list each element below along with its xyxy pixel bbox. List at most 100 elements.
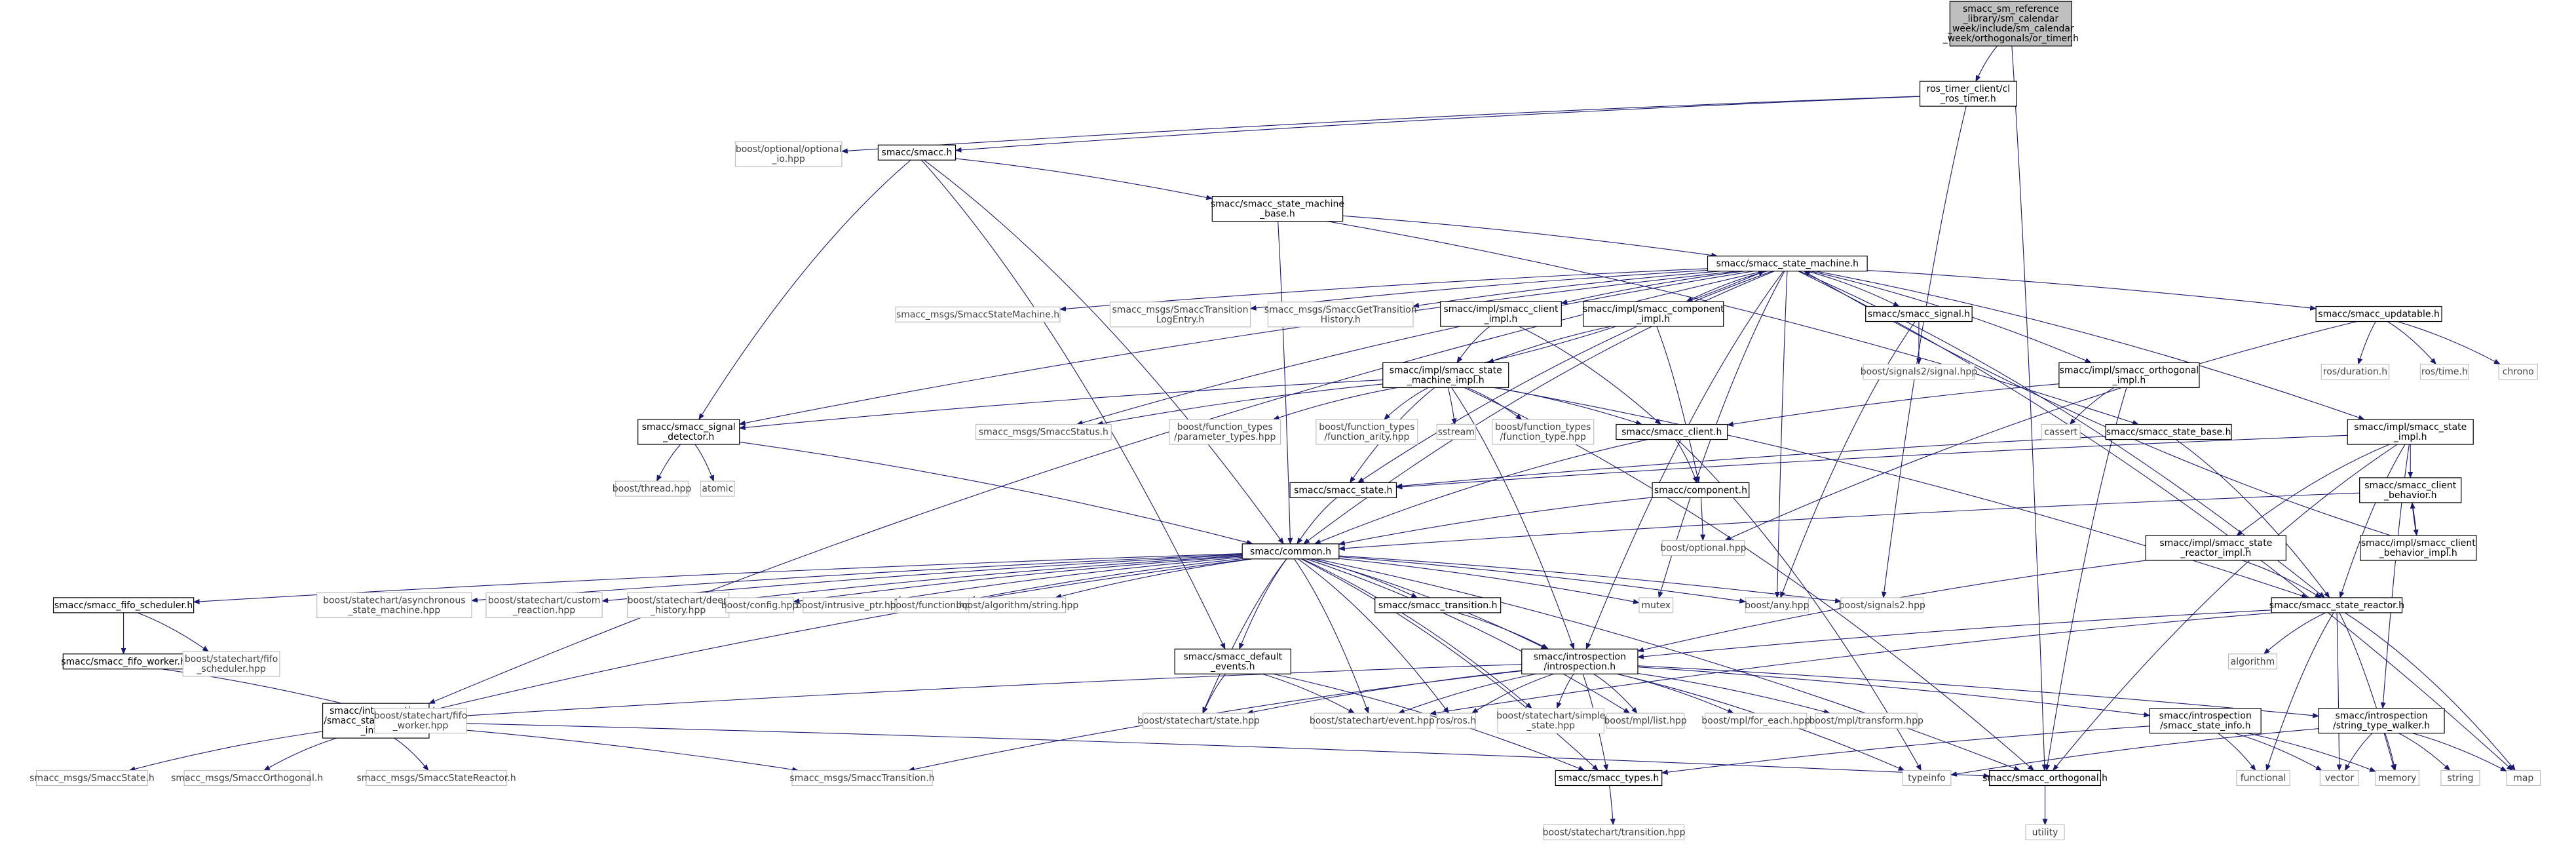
node-label-line: boost/statechart/simple [1496,711,1605,722]
node-ros-duration: ros/duration.h [2320,364,2390,380]
node-default-events[interactable]: smacc/smacc_default_events.h [1174,648,1291,674]
node-label-line: _reactor_impl.h [2180,548,2251,558]
node-box [1436,712,1476,729]
node-label-line: smacc/smacc_client.h [1621,427,1722,438]
edge-state-info-to-memory [2246,733,2376,772]
node-root[interactable]: smacc_sm_reference_library/sm_calendar_w… [1942,1,2079,47]
edge-client-impl-to-sm-impl [1456,326,1490,364]
edge-ros-timer-to-smacc-h [955,96,1920,153]
node-component-h[interactable]: smacc/component.h [1652,482,1750,499]
node-label-line: map [2513,773,2533,784]
node-label-line: smacc/smacc_state_reactor.h [2269,600,2404,611]
node-label-line: boost/mpl/transform.hpp [1809,716,1923,726]
node-client-behavior[interactable]: smacc/smacc_client_behavior.h [2359,477,2462,503]
node-box [2440,769,2480,786]
node-introspection[interactable]: smacc/introspection/introspection.h [1521,648,1638,674]
edge-state-base-to-state-reactor [2175,439,2330,598]
node-client-impl[interactable]: smacc/impl/smacc_client_impl.h [1440,301,1562,327]
node-label-line: boost/function_types [1319,422,1414,433]
node-label-line: smacc_msgs/SmaccTransition [1112,305,1249,315]
edge-common-h-to-introspection [1310,558,1548,650]
node-state-h[interactable]: smacc/smacc_state.h [1289,482,1397,499]
node-label-line: boost/function.hpp [890,600,976,611]
node-sm-base[interactable]: smacc/smacc_state_machine_base.h [1211,195,1344,222]
node-box [637,419,740,445]
node-box [1840,597,1924,613]
node-common-h[interactable]: smacc/common.h [1241,543,1340,560]
node-mutex: mutex [1638,597,1674,613]
node-label-line: _history.hpp [650,605,706,615]
edge-root-to-ros-timer [1975,45,1998,83]
node-label-line: smacc/smacc_orthogonal.h [1982,773,2108,784]
node-label-line: boost/statechart/state.hpp [1137,716,1260,726]
node-reactor-impl[interactable]: smacc/impl/smacc_state_reactor_impl.h [2145,535,2286,561]
edge-state-reactor-to-memory [2339,612,2396,771]
node-label-line: History.h [1321,315,1361,325]
edge-updatable-to-chrono [2396,320,2501,365]
node-box [2359,477,2462,503]
node-component-impl[interactable]: smacc/impl/smacc_component_impl.h [1583,301,1724,327]
node-signal-detector[interactable]: smacc/smacc_signal_detector.h [637,419,740,445]
node-label-line: boost/algorithm/string.hpp [956,600,1078,611]
node-map: map [2506,769,2541,786]
node-client-behavior-impl[interactable]: smacc/impl/smacc_client_behavior_impl.h [2360,535,2477,561]
edge-sm-h-to-signal-h [1807,271,1900,307]
node-string-walker[interactable]: smacc/introspection/string_type_walker.h [2318,708,2445,734]
edge-updatable-to-boost-optional [1724,320,2357,541]
node-transition-h[interactable]: smacc/smacc_transition.h [1374,597,1502,613]
node-label-line: boost/statechart/event.hpp [1310,716,1435,726]
node-box [1174,648,1291,674]
node-sc-deep: boost/statechart/deep_history.hpp [627,592,730,618]
node-ft-param: boost/function_types/parameter_types.hpp [1169,419,1281,445]
edge-fifo-scheduler-to-sc-fifo-sched [137,612,210,652]
node-box [1638,597,1674,613]
edge-state-impl-to-state-h [1395,435,2348,490]
node-ros-timer[interactable]: ros_timer_client/cl_ros_timer.h [1919,81,2017,107]
node-box [316,592,472,618]
node-boost-signals2: boost/signals2.hpp [1839,597,1925,613]
node-state-info[interactable]: smacc/introspection/smacc_state_info.h [2149,708,2262,734]
edge-signal-h-to-boost-any [1780,321,1916,598]
node-box [183,769,311,786]
node-client-h[interactable]: smacc/smacc_client.h [1616,423,1728,440]
node-label-line: smacc/smacc_default [1183,651,1282,662]
edge-updatable-to-ros-duration [2357,321,2376,365]
node-state-reactor[interactable]: smacc/smacc_state_reactor.h [2269,597,2404,613]
node-state-impl[interactable]: smacc/impl/smacc_state_impl.h [2347,419,2474,445]
node-sm-h[interactable]: smacc/smacc_state_machine.h [1707,256,1868,272]
edge-sm-impl-to-ft-type [1467,387,1523,420]
node-sm-impl[interactable]: smacc/impl/smacc_state_machine_impl.h [1382,362,1509,389]
edge-orth-impl-to-client-h [1726,383,2059,427]
node-box [803,597,896,613]
node-signal-h[interactable]: smacc/smacc_signal.h [1865,305,1973,322]
node-fifo-scheduler[interactable]: smacc/smacc_fifo_scheduler.h [52,597,195,613]
node-updatable[interactable]: smacc/smacc_updatable.h [2315,305,2442,322]
node-sstream: sstream [1436,423,1476,440]
edge-sm-h-to-msgs-gettrans [1412,271,1722,308]
node-functional: functional [2236,769,2290,786]
node-label-line: boost/statechart/fifo [185,654,278,665]
node-orthogonal-h[interactable]: smacc/smacc_orthogonal.h [1982,769,2108,786]
node-fifo-worker[interactable]: smacc/smacc_fifo_worker.h [61,653,186,670]
node-label-line: algorithm [2231,657,2275,667]
node-label-line: _detector.h [662,432,714,442]
edge-state-reactor-to-functional [2265,612,2334,771]
edge-client-h-to-typeinfo [1676,439,1922,771]
node-state-base[interactable]: smacc/smacc_state_base.h [2105,423,2232,440]
edge-introspection-to-ros-h [1471,673,1554,714]
node-types-h[interactable]: smacc/smacc_types.h [1555,769,1663,786]
node-box [627,592,730,618]
node-ft-arity: boost/function_types/function_arity.hpp [1316,419,1418,445]
node-box [2375,769,2419,786]
node-orth-impl[interactable]: smacc/impl/smacc_orthogonal_impl.h [2058,362,2200,389]
node-label-line: boost/config.hpp [721,600,799,611]
node-box [1267,301,1414,328]
edge-signal-detector-to-common-h [739,441,1254,545]
node-label-line: smacc/component.h [1654,485,1747,495]
edge-common-h-to-sc-state [1202,558,1287,714]
node-smacc-h[interactable]: smacc/smacc.h [877,144,957,161]
node-box [485,592,603,618]
node-box [1902,769,1952,786]
